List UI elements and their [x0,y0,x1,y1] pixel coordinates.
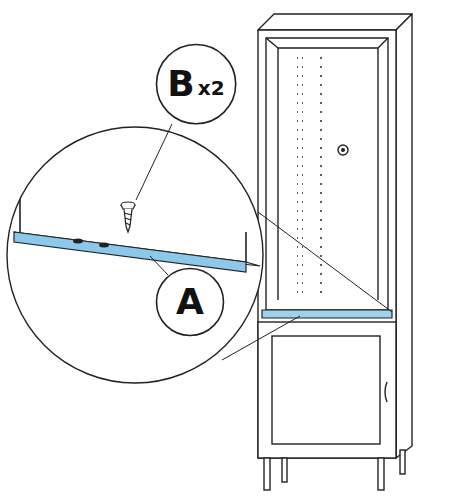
back-panel-edge [277,48,278,300]
leg [282,458,287,482]
callout-circle-outline [156,44,235,123]
cabinet-side-wall [19,150,21,234]
quantity: x2 [198,78,225,98]
cabinet-side-wall [245,232,247,262]
leader-line [150,256,168,275]
hinge-knob [341,148,345,152]
back-panel-edge [377,48,378,300]
rail-face [14,232,246,272]
cabinet-opening [266,38,388,310]
callout-circle-outline [157,269,224,336]
screw-b [121,202,135,232]
rail-a [262,310,392,318]
leg [400,450,405,474]
door-panel [272,336,380,444]
rail-hole [73,239,83,244]
rail-hole [99,243,109,248]
cabinet-side [396,14,412,458]
zoom-line [258,212,392,312]
shelf-holes [297,50,303,300]
shelf-holes [316,50,322,300]
part-letter: B [167,66,194,102]
door-handle [385,382,387,402]
lower-door [258,322,396,458]
hinge-knob [338,145,348,155]
leader-line [136,124,172,200]
magnifier-circle [7,127,263,383]
leg [378,458,384,490]
back-panel-edge [278,47,378,48]
inner-edge [266,38,278,48]
inner-edge [378,38,388,48]
callout-outline [155,43,237,125]
cabinet [258,14,412,458]
leg [264,458,270,490]
cabinet-top [258,14,412,30]
callout-circle: A [155,267,225,337]
cabinet-front [258,30,396,458]
part-letter: A [176,284,204,320]
magnified-detail [14,150,260,272]
callout-circle: Bx2 [155,43,237,125]
